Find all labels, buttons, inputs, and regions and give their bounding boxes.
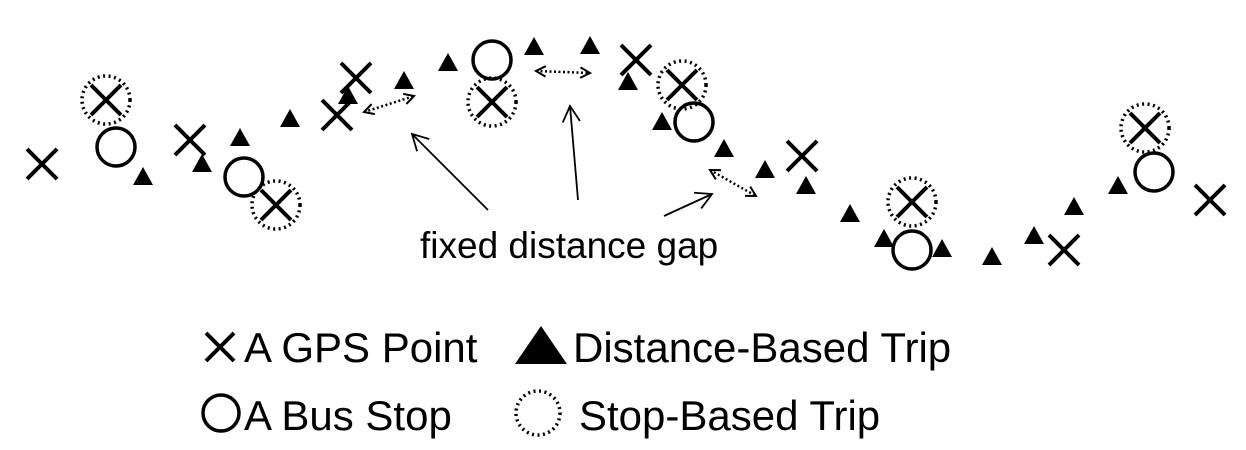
gps-point-marker (1047, 233, 1081, 267)
fixed-gap-arrow (708, 168, 758, 198)
gps-point-marker (25, 147, 59, 181)
legend-label-gps-point: A GPS Point (244, 324, 478, 371)
distance-trip-marker (230, 128, 250, 146)
distance-trip-marker (1108, 176, 1128, 194)
distance-trip-marker (394, 71, 414, 89)
distance-trip-marker (580, 36, 600, 54)
gps-point-marker (1128, 111, 1162, 145)
gps-point-marker (665, 68, 699, 102)
legend-item-distance-trip: Distance-Based Trip (515, 324, 951, 371)
stop-based-trip-marker (886, 176, 938, 228)
legend-label-distance-trip: Distance-Based Trip (573, 324, 951, 371)
gps-point-marker (339, 61, 373, 95)
cross-icon (204, 331, 236, 363)
bus-stop-marker (673, 101, 715, 143)
bus-stop-marker (95, 126, 137, 168)
fixed-gap-arrow (362, 92, 416, 116)
stop-based-trip-marker (1119, 102, 1171, 154)
stop-based-trip-marker (656, 59, 708, 111)
gps-point-marker (1193, 183, 1227, 217)
bus-stop-marker (471, 39, 513, 81)
distance-trip-marker (714, 139, 734, 157)
distance-trip-marker (874, 229, 894, 247)
distance-trip-marker (652, 112, 672, 130)
fixed-gap-arrow (533, 65, 593, 79)
callout-arrow (410, 132, 489, 211)
legend-label-bus-stop: A Bus Stop (244, 392, 452, 439)
gps-point-marker (895, 185, 929, 219)
bus-stop-marker (223, 156, 265, 198)
legend-item-stop-trip: Stop-Based Trip (514, 389, 880, 439)
distance-trip-marker (192, 154, 212, 172)
stop-based-trip-marker (250, 179, 302, 231)
gps-point-marker (89, 83, 123, 117)
circle-icon (201, 393, 241, 433)
gps-point-marker (475, 85, 509, 119)
callout-arrow (561, 104, 581, 201)
route-markers (25, 36, 1227, 271)
gps-point-marker (785, 139, 819, 173)
distance-trip-marker (438, 53, 458, 71)
distance-trip-marker (133, 167, 153, 185)
distance-trip-marker (1064, 197, 1084, 215)
distance-trip-marker (280, 109, 300, 127)
distance-trip-marker (755, 160, 775, 178)
gps-point-marker (173, 123, 207, 157)
stop-based-trip-marker (466, 76, 518, 128)
distance-trip-marker (1024, 226, 1044, 244)
gps-point-marker (320, 98, 354, 132)
legend: A GPS Point Distance-Based Trip A Bus St… (201, 324, 951, 439)
gps-point-marker (259, 188, 293, 222)
legend-item-gps-point: A GPS Point (204, 324, 478, 371)
bus-stop-marker (891, 229, 933, 271)
distance-trip-marker (982, 247, 1002, 265)
stop-based-trip-marker (80, 74, 132, 126)
legend-item-bus-stop: A Bus Stop (201, 392, 452, 439)
bus-stop-marker (1133, 151, 1175, 193)
gap-indicators (362, 65, 758, 217)
legend-label-stop-trip: Stop-Based Trip (579, 392, 880, 439)
distance-trip-marker (618, 72, 638, 90)
distance-trip-marker (932, 239, 952, 257)
gps-point-marker (619, 43, 653, 77)
filled-triangle-icon (515, 326, 567, 364)
callout-arrow (663, 191, 714, 217)
dotted-circle-icon (514, 389, 562, 437)
distance-trip-marker (338, 86, 358, 104)
distance-trip-marker (524, 37, 544, 55)
distance-trip-marker (840, 204, 860, 222)
distance-trip-marker (796, 176, 816, 194)
fixed-distance-gap-label: fixed distance gap (420, 225, 718, 266)
